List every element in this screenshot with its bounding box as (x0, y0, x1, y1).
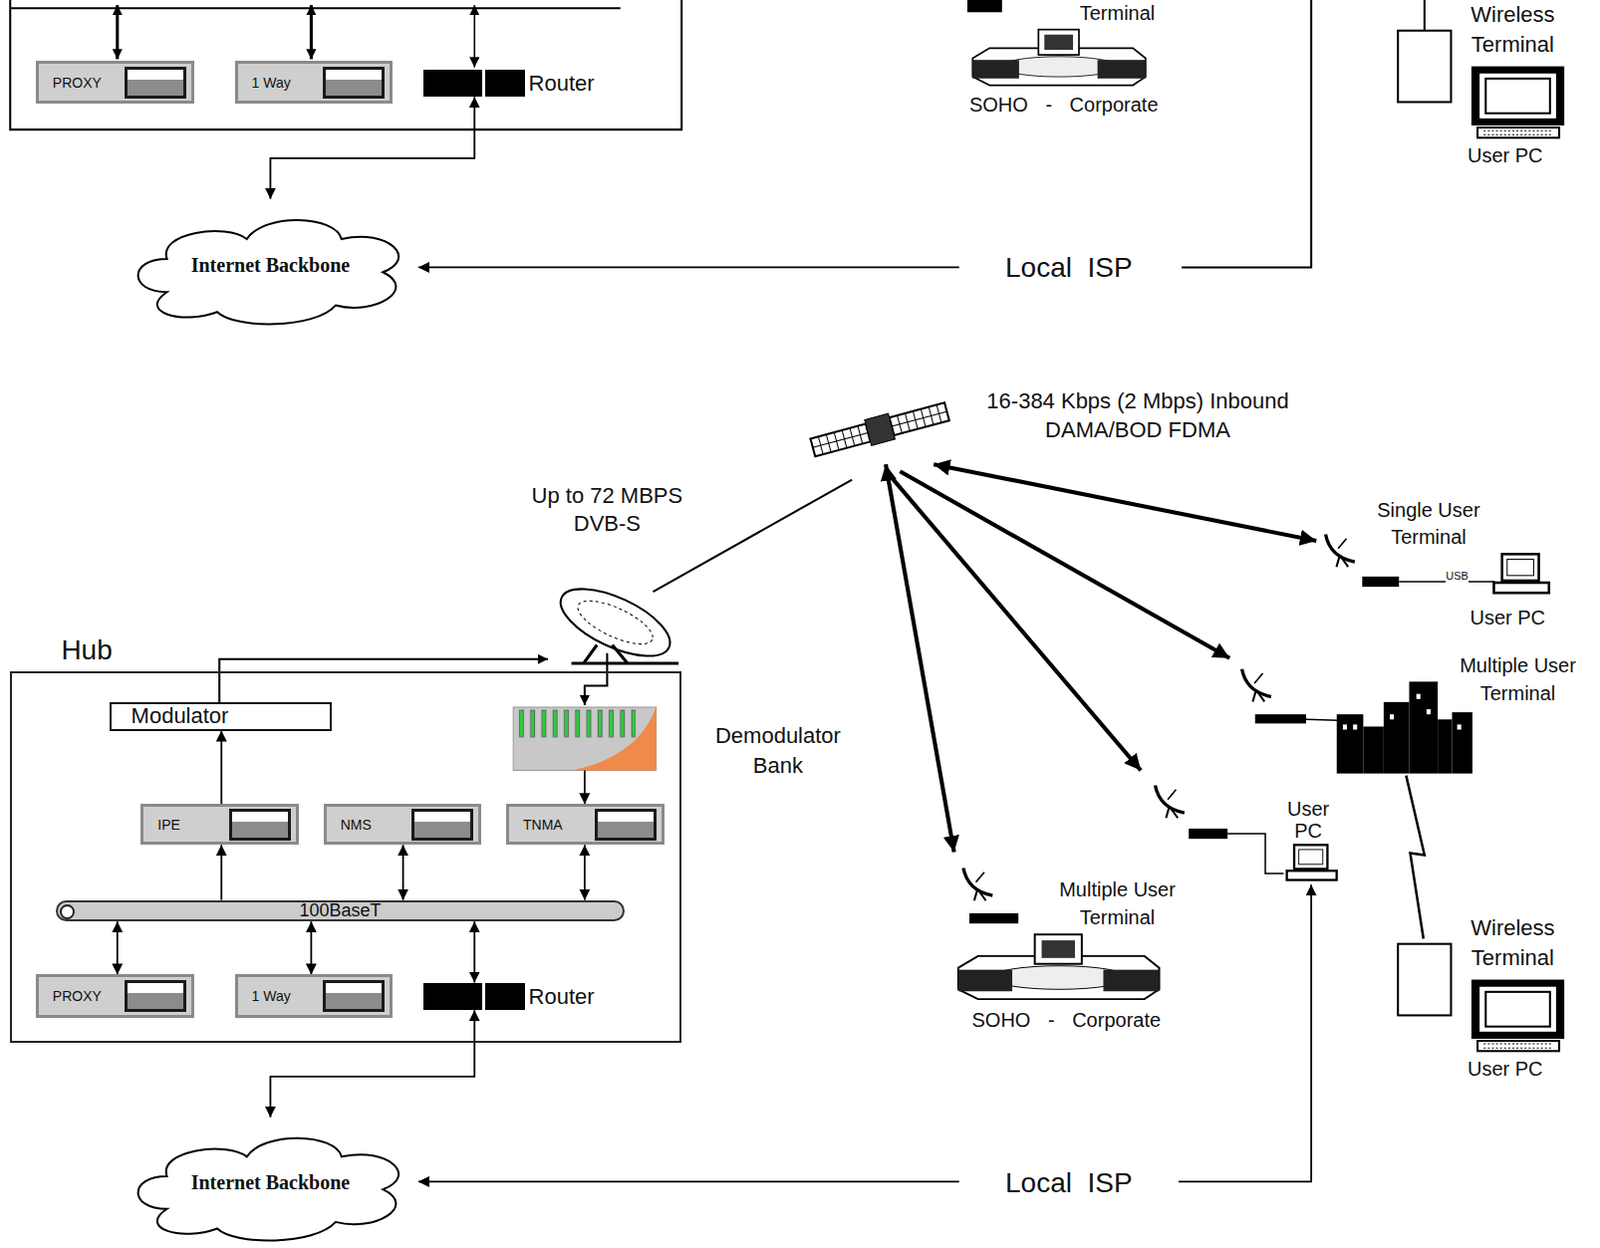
network-link (418, 1181, 960, 1184)
network-link (269, 96, 475, 199)
cloud-outline (137, 1137, 399, 1241)
network-link (402, 844, 405, 900)
node-label: IPE (143, 816, 230, 833)
server-icon (411, 808, 474, 841)
cloud-node: Internet Backbone (122, 1117, 419, 1248)
network-link (116, 921, 119, 975)
link-label: Up to 72 MBPS DVB-S (505, 482, 710, 539)
node-label: Router (529, 982, 595, 1012)
port-label: USB (1445, 568, 1469, 583)
network-link (473, 921, 476, 983)
demodulator-bank: Demodulator Bank (513, 707, 656, 772)
server-box: TNMA (506, 803, 665, 845)
terminal-group: Wireless Terminal (1397, 939, 1572, 1022)
network-link (583, 844, 586, 900)
server-icon (322, 66, 385, 99)
server-icon (124, 66, 187, 99)
pc-label: User PC (1454, 604, 1563, 634)
node-label: User PC (1448, 1056, 1562, 1082)
network-link (220, 844, 223, 900)
node-label: Local ISP (1005, 252, 1133, 284)
node-label: Terminal (1061, 0, 1174, 26)
node-label: 1 Way (238, 988, 324, 1005)
server-box: IPE (140, 803, 299, 845)
node-label: Wireless Terminal (1454, 913, 1573, 974)
node-label: User PC (1448, 142, 1562, 169)
network-link (220, 731, 223, 805)
terminal-group: Multiple User Terminal (1336, 651, 1598, 777)
node-label: SOHO - Corporate (938, 91, 1189, 118)
node-label: Internet Backbone (191, 1171, 350, 1195)
server-icon (229, 808, 291, 841)
server-box: 1 Way (235, 974, 394, 1019)
node-label: Hub (60, 632, 112, 669)
node-label: User PC (1454, 604, 1563, 631)
wireless-link (1405, 776, 1424, 940)
terminal-label: Wireless Terminal (1454, 0, 1573, 61)
network-link (269, 1010, 475, 1118)
modulator-box: Modulator (109, 702, 332, 732)
network-link (309, 921, 312, 975)
router-bar: Router (423, 983, 526, 1012)
node-label: TNMA (509, 816, 595, 833)
node-label: User PC (1277, 798, 1338, 842)
node-label: Modulator (131, 703, 230, 729)
node-label: Multiple User Terminal (1036, 875, 1200, 932)
pc-label: User PC (1448, 1056, 1562, 1085)
node-label: PROXY (38, 988, 125, 1005)
node-label: Router (529, 68, 595, 98)
node-label: SOHO - Corporate (938, 1006, 1194, 1035)
cloud-outline (137, 220, 399, 324)
node-label: 100BaseT (299, 900, 382, 921)
bus-end-cap (59, 904, 75, 920)
terminal-group: Multiple User TerminalSOHO - Corporate (938, 875, 1199, 1035)
node-label: Single User Terminal (1351, 497, 1506, 551)
server-box: 1 Way (235, 60, 394, 104)
server-icon (322, 980, 385, 1013)
network-link (583, 771, 586, 805)
node-label: NMS (326, 816, 413, 833)
server-box: PROXY (35, 60, 195, 104)
terminal-label: Single User Terminal (1351, 497, 1506, 554)
server-icon (594, 808, 657, 841)
isp-label: Local ISP (959, 248, 1179, 289)
node-label: PROXY (38, 74, 125, 91)
node-label: Multiple User Terminal (1438, 651, 1598, 708)
network-link (1178, 884, 1312, 1182)
hub-box: Modulator Demodulator BankIPE NMS TNMA 100Ba… (9, 671, 682, 1044)
server-box: PROXY (35, 974, 195, 1019)
node-label: Demodulator Bank (688, 721, 867, 782)
pc-label: User PC (1448, 142, 1562, 172)
terminal-group: TerminalSOHO - Corporate (938, 0, 1189, 121)
pc-group: User PC (1270, 798, 1347, 885)
node-label: 1 Way (238, 74, 324, 91)
router-bar: Router (423, 69, 526, 98)
ethernet-bus: 100BaseT (55, 900, 624, 923)
node-label: Wireless Terminal (1454, 0, 1573, 60)
network-link (418, 266, 960, 269)
cloud-node: Internet Backbone (122, 199, 419, 332)
node-label: Local ISP (1005, 1167, 1133, 1200)
server-box: NMS (323, 803, 483, 845)
link-label: 16-384 Kbps (2 Mbps) Inbound DAMA/BOD FD… (984, 387, 1291, 445)
node-label: Internet Backbone (191, 254, 350, 277)
server-icon (124, 980, 187, 1013)
isp-label: Local ISP (959, 1163, 1179, 1205)
